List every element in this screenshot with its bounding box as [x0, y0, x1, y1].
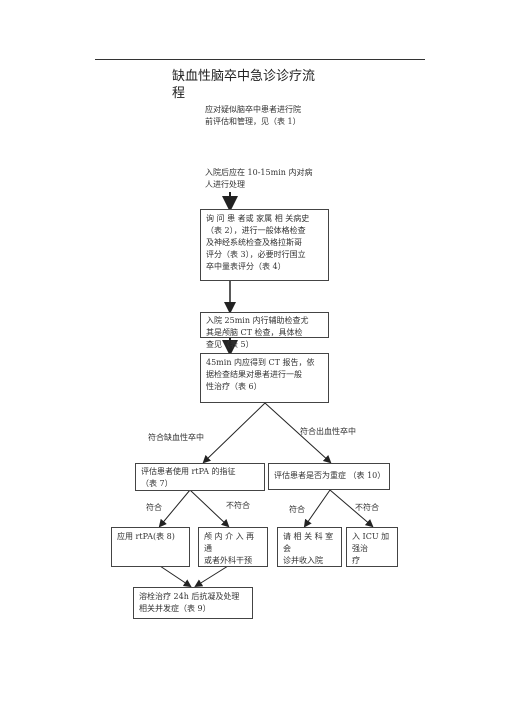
intro-note-prehospital: 应对疑似脑卒中患者进行院 前评估和管理，见（表 1） — [205, 105, 301, 126]
label-fit-rtpa: 符合 — [146, 503, 162, 512]
ct-report-box: 45min 内应得到 CT 报告，依 据检查结果对患者进行一般 性治疗（表 6） — [200, 353, 329, 403]
intervention-box: 颅 内 介 入 再 通 或者外科干预 — [198, 527, 268, 567]
label-notfit-rtpa: 不符合 — [226, 501, 250, 510]
label-ischemic-stroke: 符合缺血性卒中 — [148, 433, 204, 442]
label-fit-severe: 符合 — [289, 505, 305, 514]
top-rule — [95, 59, 425, 60]
severity-eval-box: 评估患者是否为重症 （表 10） — [268, 463, 390, 490]
label-hemorrhagic-stroke: 符合出血性卒中 — [300, 427, 356, 436]
history-exam-box: 询 问 患 者或 家属 相 关病史 （表 2），进行一般体格检查 及神经系统检查… — [200, 209, 329, 281]
label-notfit-severe: 不符合 — [355, 503, 379, 512]
icu-box: 入 ICU 加强治 疗 — [346, 527, 398, 567]
rtpa-indication-box: 评估患者使用 rtPA 的指征 （表 7） — [135, 463, 265, 491]
page-title: 缺血性脑卒中急诊诊疗流 程 — [172, 69, 316, 101]
consult-box: 请 相 关 科 室会 诊并收入院 — [277, 527, 342, 567]
intro-note-admission: 入院后应在 10-15min 内对病 人进行处理 — [205, 168, 313, 189]
post-thrombolysis-box: 溶栓治疗 24h 后抗凝及处理 相关并发症（表 9） — [133, 587, 253, 619]
ct-exam-box: 入院 25min 内行辅助检查尤 其是颅脑 CT 检查，具体检 查见（表 5） — [200, 312, 329, 349]
apply-rtpa-box: 应用 rtPA(表 8) — [111, 527, 190, 567]
